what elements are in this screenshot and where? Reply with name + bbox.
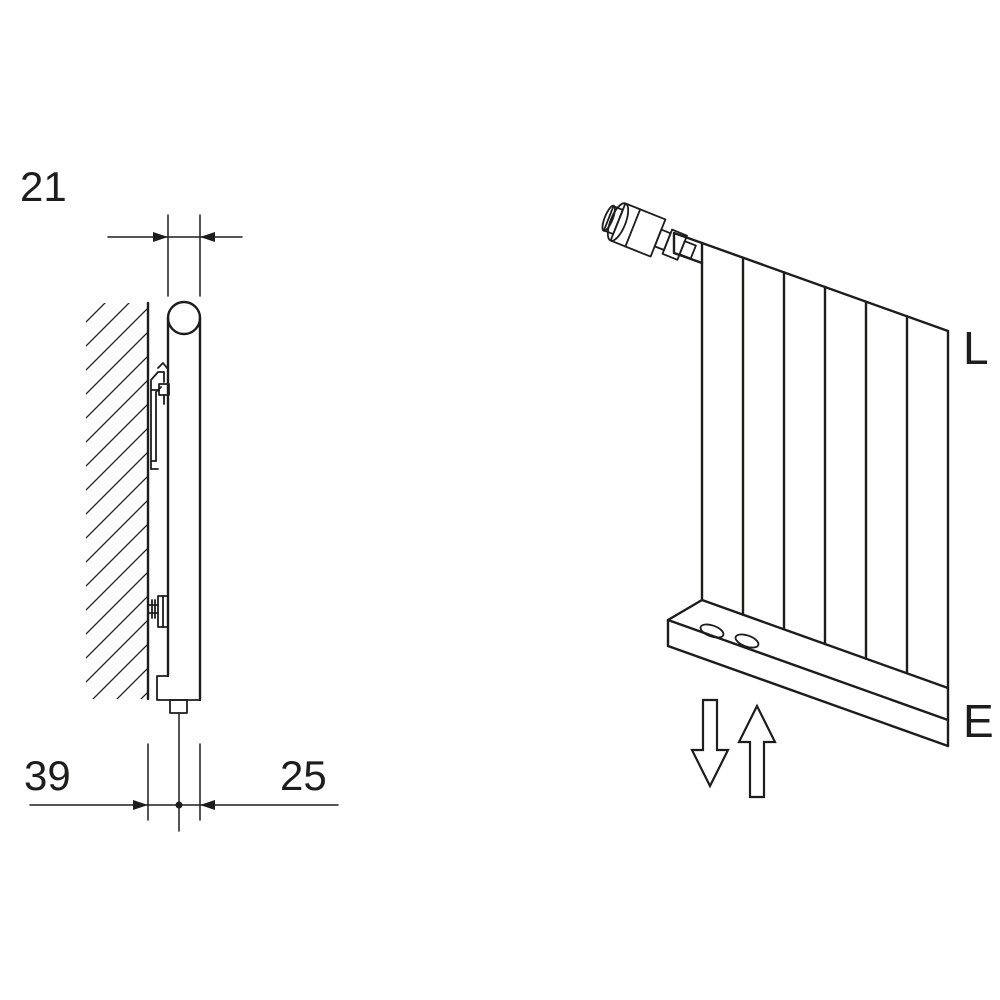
arrowhead-right-icon: [133, 800, 148, 810]
valve-pipe-stub: [678, 240, 697, 260]
arrowhead-left-icon: [200, 232, 215, 242]
bracket-plate-inner: [155, 386, 162, 462]
connection-hole-2: [734, 633, 760, 649]
flow-up-arrow-icon: [737, 703, 777, 799]
bottom-connection-tab: [169, 699, 188, 714]
pipe-center-dot: [175, 801, 183, 809]
radiator-base-bar: [666, 598, 950, 748]
wall: [86, 301, 150, 701]
wall-hatching: [86, 303, 148, 699]
valve-head-grip-line: [624, 208, 642, 248]
flow-arrows: [690, 698, 777, 799]
wall-bracket-upper: [150, 362, 170, 470]
thermostatic-valve: [601, 202, 697, 261]
side-section-view: 21 39 25: [20, 163, 339, 832]
dimension-label-39: 39: [24, 752, 71, 799]
dimension-label-21: 21: [20, 163, 67, 210]
bracket-plate: [150, 371, 165, 470]
panel-bottom-step: [156, 675, 201, 701]
valve-knob-face: [601, 204, 616, 232]
dimension-bottom: 39 25: [24, 743, 339, 821]
valve-head-end-cap: [603, 205, 624, 236]
wall-fixing-lower: [148, 595, 169, 628]
valve-head: [609, 202, 667, 258]
label-supply-L: L: [963, 322, 989, 374]
base-top-left-edge: [666, 598, 704, 622]
bracket-details: [150, 389, 165, 470]
flow-down-arrow-icon: [690, 698, 730, 789]
arrowhead-left-icon: [200, 800, 215, 810]
arrowhead-right-icon: [153, 232, 168, 242]
valve-head-end-ring: [606, 202, 630, 242]
base-front-bottom-edge: [666, 644, 950, 748]
dimension-label-25: 25: [280, 752, 327, 799]
bracket-spring-clip: [157, 362, 168, 369]
valve-body: [661, 228, 688, 261]
label-return-E: E: [963, 695, 994, 747]
isometric-view: L E: [601, 202, 994, 799]
panel-top-roll: [166, 300, 202, 336]
connection-hole-1: [699, 623, 725, 639]
radiator-panels: [700, 241, 950, 748]
dimension-top: 21: [20, 163, 243, 297]
